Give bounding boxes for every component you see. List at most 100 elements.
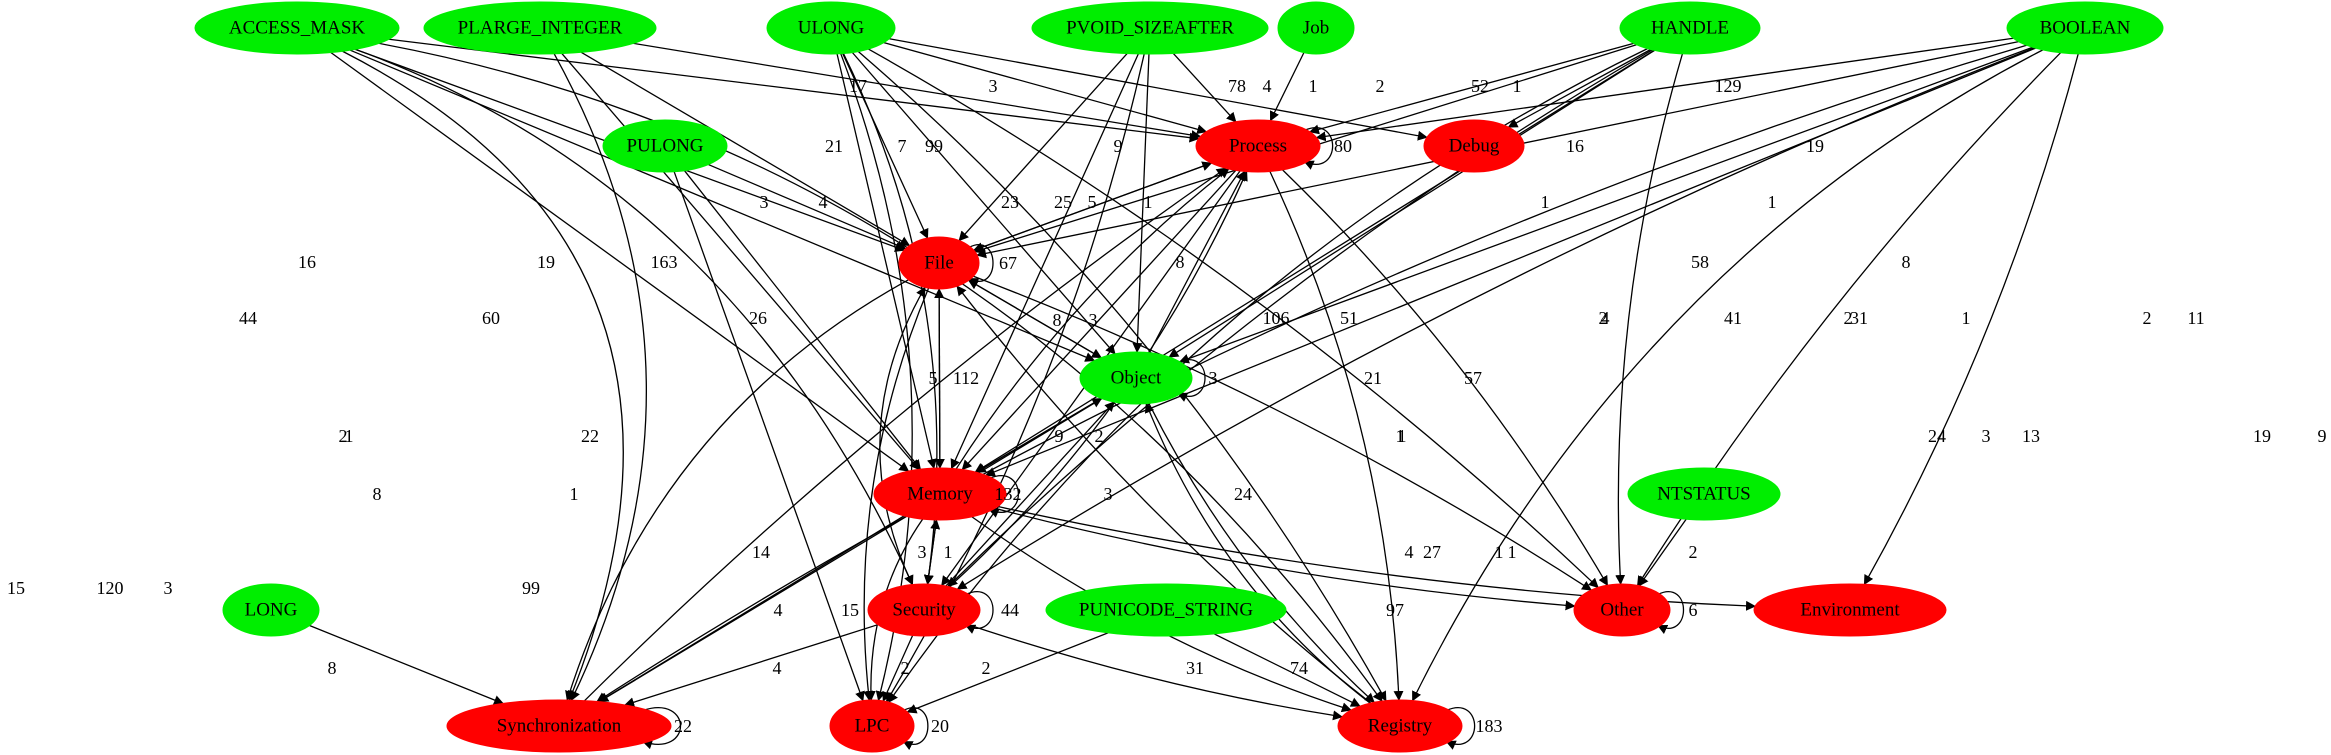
node-punicode-string: PUNICODE_STRING xyxy=(1045,583,1287,637)
edge-synchronization-to-synchronization xyxy=(642,707,682,750)
edge-label: 19 xyxy=(537,252,555,272)
node-shape xyxy=(898,236,980,290)
node-pvoid-sizeafter: PVOID_SIZEAFTER xyxy=(1031,1,1269,55)
edge-label: 97 xyxy=(1386,600,1404,620)
node-shape xyxy=(194,1,400,55)
node-label: ACCESS_MASK xyxy=(229,18,365,39)
edge-plarge_integer-to-memory xyxy=(561,53,920,471)
edge-label: 52 xyxy=(1471,76,1489,96)
edge-label: 31 xyxy=(1850,308,1868,328)
node-handle: HANDLE xyxy=(1619,1,1761,55)
node-long: LONG xyxy=(222,583,320,637)
edge-label: 3 xyxy=(164,578,173,598)
edge-boolean-to-environment xyxy=(1863,53,2079,586)
edge-label: 5 xyxy=(1088,192,1097,212)
edge-boolean-to-security xyxy=(956,47,2035,590)
node-security: Security xyxy=(867,583,981,637)
edge-label: 3 xyxy=(760,192,769,212)
edge-handle-to-object xyxy=(1168,49,1655,358)
node-process: Process xyxy=(1195,119,1321,173)
node-shape xyxy=(1619,1,1761,55)
edge-label: 4 xyxy=(819,192,828,212)
edge-label: 7 xyxy=(898,136,907,156)
edge-label: 22 xyxy=(581,426,599,446)
edge-label: 4 xyxy=(1405,542,1414,562)
edge-ulong-to-process xyxy=(883,41,1208,135)
edge-process-to-process xyxy=(1303,127,1334,170)
edge-ntstatus-to-other xyxy=(1638,518,1687,587)
edge-label: 16 xyxy=(1566,136,1584,156)
edge-label: 22 xyxy=(674,716,692,736)
edge-punicode_string-to-registry xyxy=(1213,633,1361,707)
edge-security-to-registry xyxy=(969,624,1344,721)
edge-security-to-object xyxy=(945,401,1115,587)
edge-label: 23 xyxy=(1001,192,1019,212)
edge-label: 2 xyxy=(1599,308,1608,328)
node-shape xyxy=(1337,699,1463,753)
edge-plarge_integer-to-file xyxy=(580,51,911,247)
edge-memory-to-process xyxy=(955,168,1230,470)
edge-process-to-memory xyxy=(961,169,1237,471)
edge-label: 112 xyxy=(953,368,979,388)
edge-label: 51 xyxy=(1340,308,1358,328)
edge-label: 57 xyxy=(1464,368,1482,388)
edge-ulong-to-file xyxy=(842,53,929,239)
edge-object-to-file xyxy=(967,279,1102,359)
node-shape xyxy=(1045,583,1287,637)
edge-label: 1 xyxy=(1541,192,1550,212)
edge-label: 3 xyxy=(1104,484,1113,504)
edge-label: 4 xyxy=(1601,308,1610,328)
edge-ulong-to-other xyxy=(868,48,1599,589)
node-shape xyxy=(1277,1,1355,55)
edge-label: 9 xyxy=(1114,136,1123,156)
node-shape xyxy=(1753,583,1947,637)
edge-process-to-registry xyxy=(1269,171,1404,702)
edge-label: 99 xyxy=(522,578,540,598)
node-shape xyxy=(829,699,915,753)
edge-object-to-process xyxy=(1148,170,1246,354)
node-label: PVOID_SIZEAFTER xyxy=(1066,18,1234,39)
edge-label: 3 xyxy=(918,542,927,562)
edge-label: 2 xyxy=(339,426,348,446)
edge-label: 1 xyxy=(1495,542,1504,562)
edge-pulong-to-lpc xyxy=(673,171,865,702)
edge-label: 21 xyxy=(825,136,843,156)
edge-label: 13 xyxy=(2022,426,2040,446)
edge-label: 2 xyxy=(1844,308,1853,328)
edge-label: 163 xyxy=(651,252,678,272)
node-label: NTSTATUS xyxy=(1657,484,1751,505)
edge-label: 24 xyxy=(1234,484,1252,504)
edge-label: 1 xyxy=(1513,76,1522,96)
edge-handle-to-process xyxy=(1308,42,1634,135)
node-file: File xyxy=(898,236,980,290)
node-memory: Memory xyxy=(873,467,1007,521)
node-ntstatus: NTSTATUS xyxy=(1627,467,1781,521)
edge-pvoid_sizeafter-to-object xyxy=(1132,53,1150,354)
edge-long-to-synchronization xyxy=(309,624,504,705)
edge-boolean-to-synchronization xyxy=(596,44,2027,703)
node-pulong: PULONG xyxy=(602,119,728,173)
edge-label: 58 xyxy=(1691,252,1709,272)
edge-label: 19 xyxy=(2253,426,2271,446)
edge-security-to-memory xyxy=(926,518,941,585)
edge-label: 14 xyxy=(752,542,770,562)
edge-access_mask-to-security xyxy=(355,48,914,586)
edge-memory-to-memory xyxy=(988,475,1019,518)
node-shape xyxy=(1627,467,1781,521)
edge-synchronization-to-process xyxy=(584,167,1227,702)
node-shape xyxy=(1573,583,1671,637)
node-label: Environment xyxy=(1800,600,1900,621)
edge-punicode_string-to-lpc xyxy=(906,632,1109,714)
node-label: Security xyxy=(892,600,956,621)
edge-ulong-to-debug xyxy=(889,38,1428,141)
edge-label: 78 xyxy=(1228,76,1246,96)
node-shape xyxy=(1079,351,1193,405)
edge-label: 4 xyxy=(774,600,783,620)
edge-label: 3 xyxy=(1209,368,1218,388)
edge-access_mask-to-object xyxy=(349,49,1096,362)
edge-label: 15 xyxy=(841,600,859,620)
edge-object-to-object xyxy=(1177,359,1206,402)
edge-memory-to-other xyxy=(994,507,1576,611)
edge-file-to-lpc xyxy=(863,287,930,702)
